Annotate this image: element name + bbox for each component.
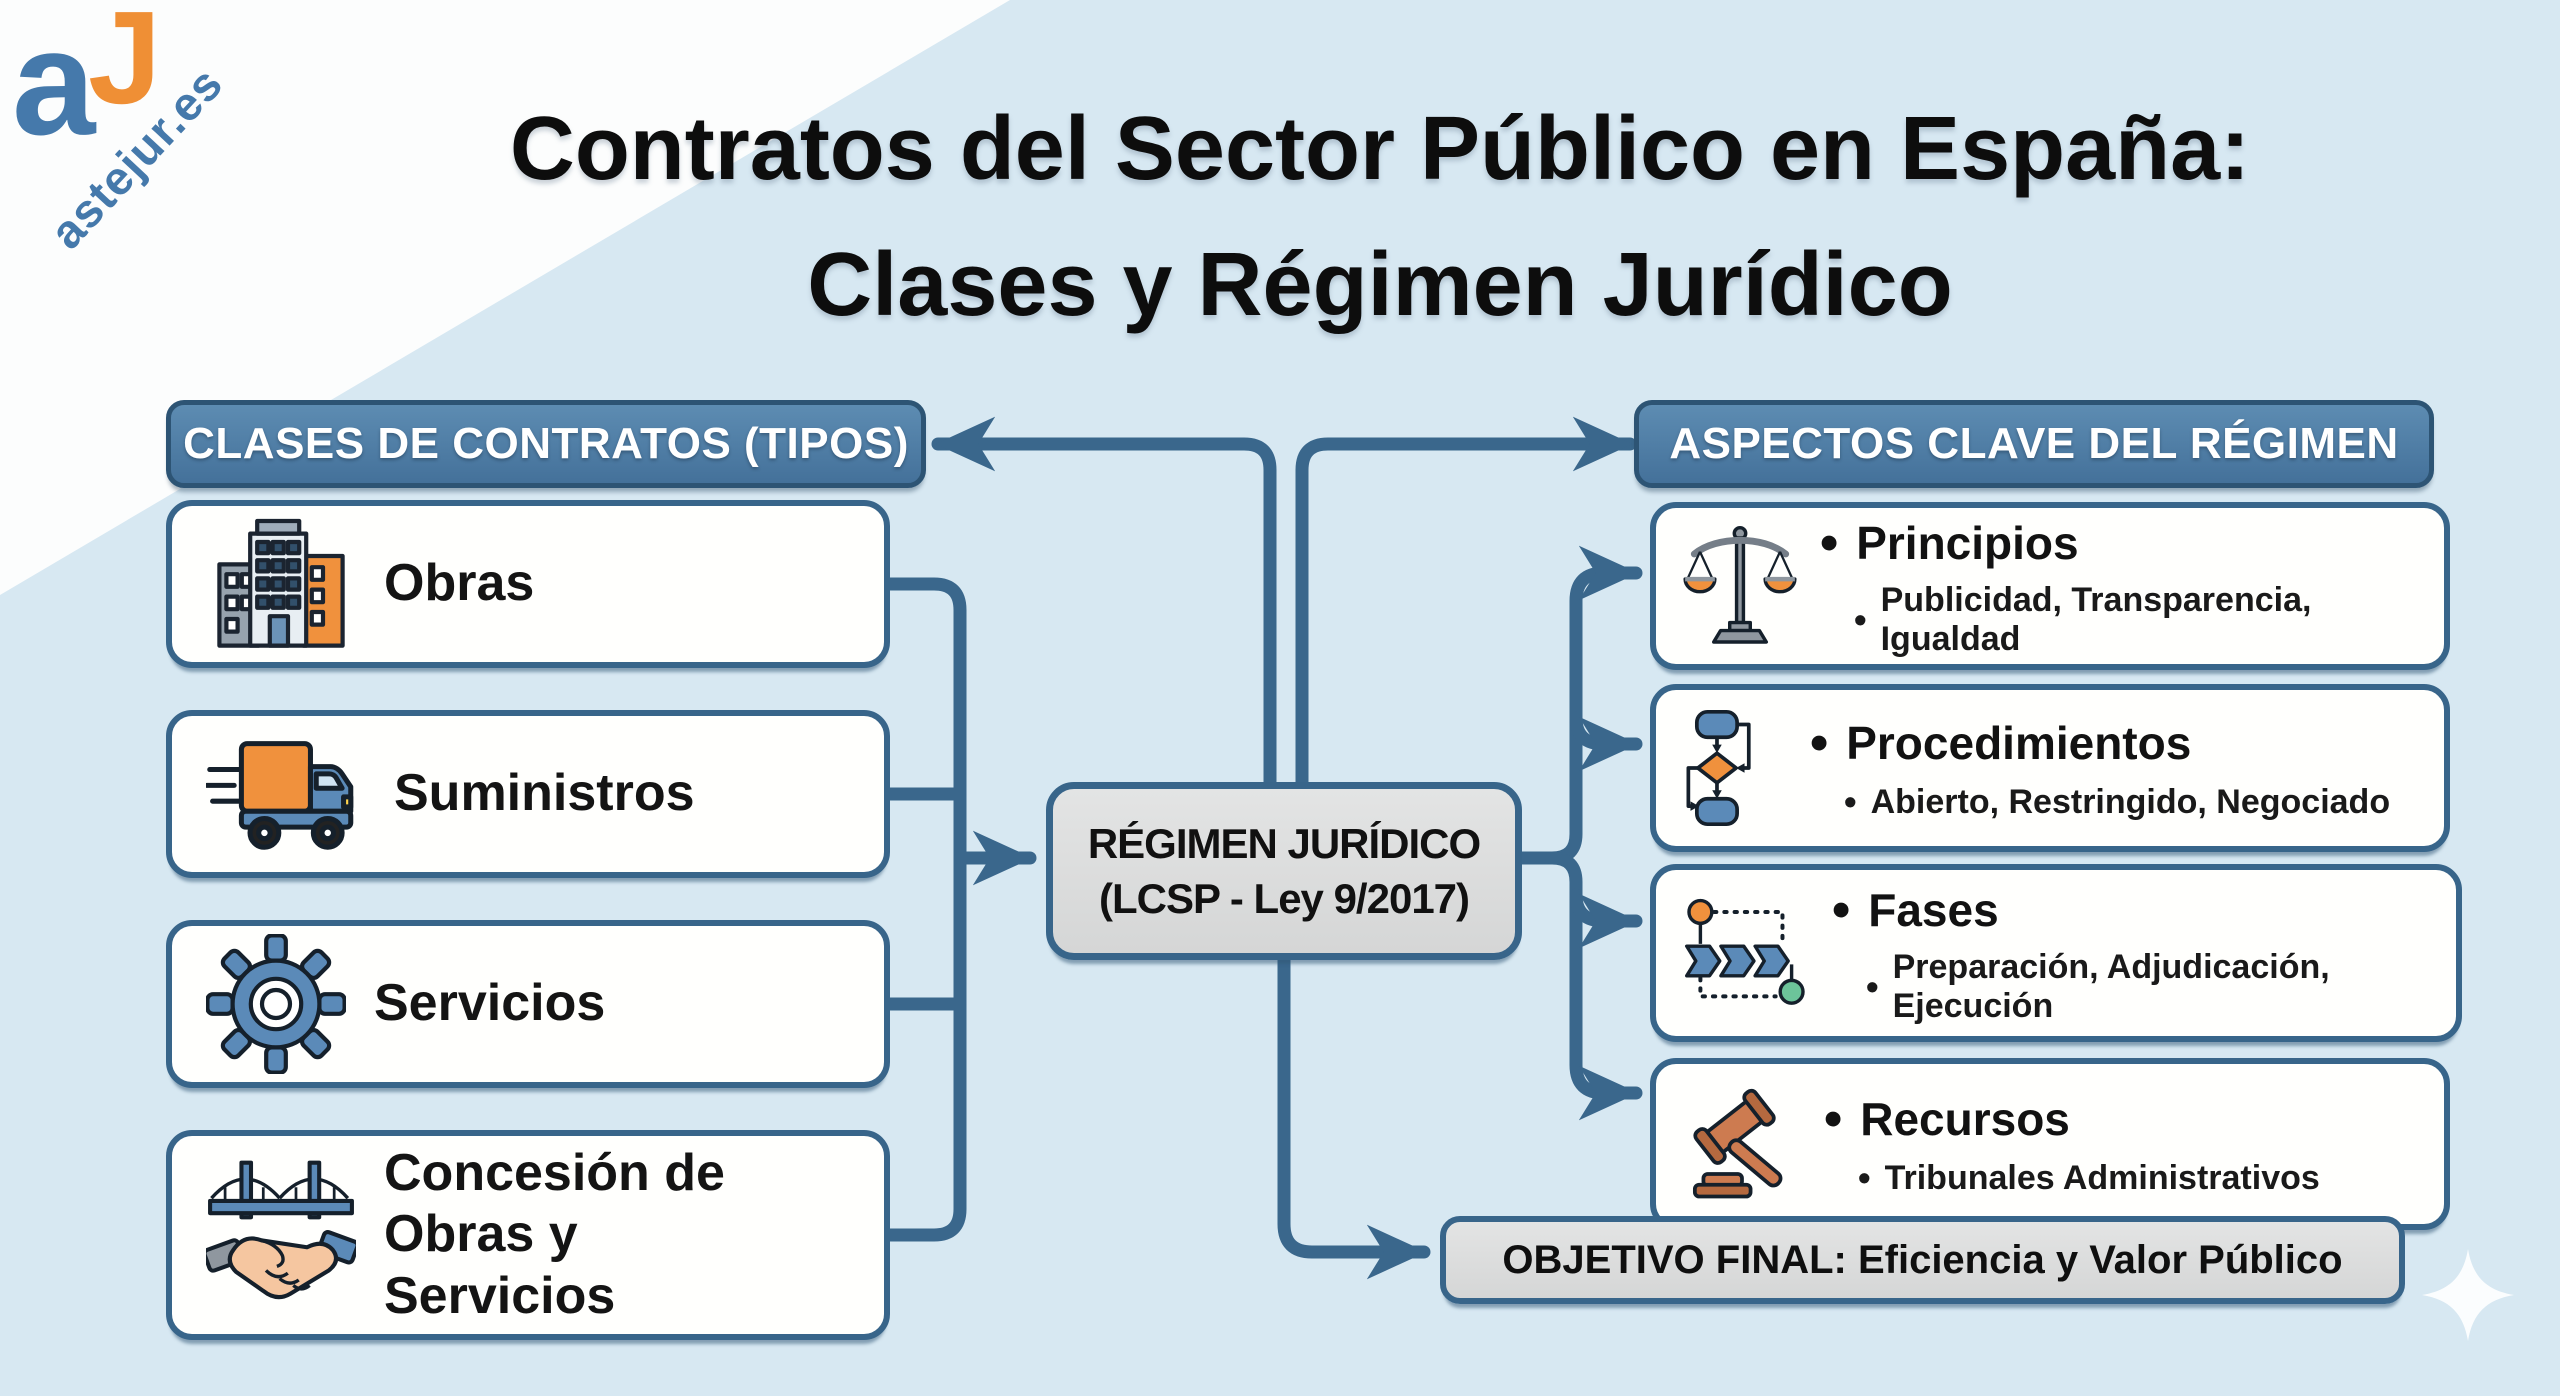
type-box-obras: Obras bbox=[166, 500, 890, 668]
sparkle-icon bbox=[2422, 1249, 2514, 1341]
type-label: Servicios bbox=[374, 974, 606, 1033]
aspect-label: Procedimientos bbox=[1810, 713, 2390, 773]
arrow-regimen-to-objetivo bbox=[1277, 945, 1431, 1280]
aspect-details: Tribunales Administrativos bbox=[1858, 1157, 2320, 1199]
gavel-icon bbox=[1692, 1088, 1783, 1199]
type-label: Suministros bbox=[394, 764, 695, 823]
page-title-line2: Clases y Régimen Jurídico bbox=[807, 235, 1953, 335]
gear-icon bbox=[206, 934, 346, 1074]
arrow-to-fases bbox=[1569, 888, 1643, 949]
right-column-header: ASPECTOS CLAVE DEL RÉGIMEN bbox=[1634, 400, 2434, 488]
type-label: Obras bbox=[384, 554, 535, 613]
type-box-concesion: Concesión de Obras y Servicios bbox=[166, 1130, 890, 1340]
scales-icon bbox=[1683, 526, 1797, 644]
page-title-line1: Contratos del Sector Público en España: bbox=[509, 99, 2251, 199]
bridge-handshake-icon bbox=[206, 1160, 356, 1300]
aspect-label: Fases bbox=[1832, 880, 2456, 940]
objetivo-final-box: OBJETIVO FINAL: Eficiencia y Valor Públi… bbox=[1440, 1216, 2405, 1304]
aspect-text: Recursos Tribunales Administrativos bbox=[1824, 1089, 2320, 1199]
aspect-details: Publicidad, Transparencia, Igualdad bbox=[1854, 581, 2444, 659]
logo-accent-glyph: J bbox=[88, 0, 162, 131]
arrow-to-recursos bbox=[1545, 851, 1643, 1121]
aspect-box-recursos: Recursos Tribunales Administrativos bbox=[1650, 1058, 2450, 1230]
aspect-box-procedimientos: Procedimientos Abierto, Restringido, Neg… bbox=[1650, 684, 2450, 852]
aspect-text: Fases Preparación, Adjudicación, Ejecuci… bbox=[1832, 880, 2456, 1026]
arrow-center-to-left-header bbox=[931, 416, 1277, 807]
regimen-line1: RÉGIMEN JURÍDICO bbox=[1087, 819, 1481, 867]
aspect-details: Abierto, Restringido, Negociado bbox=[1844, 781, 2390, 823]
truck-icon bbox=[206, 741, 354, 850]
page-title: Contratos del Sector Público en España: … bbox=[200, 104, 2560, 330]
arrow-to-procedimientos bbox=[1569, 711, 1643, 772]
aspect-text: Principios Publicidad, Transparencia, Ig… bbox=[1820, 513, 2444, 659]
regimen-juridico-node: RÉGIMEN JURÍDICO (LCSP - Ley 9/2017) bbox=[1046, 782, 1522, 960]
aspect-label: Recursos bbox=[1824, 1089, 2320, 1149]
arrow-to-principios bbox=[1545, 545, 1643, 865]
timeline-icon bbox=[1685, 898, 1805, 1005]
logo: J a astejur.es bbox=[0, 0, 340, 340]
aspect-text: Procedimientos Abierto, Restringido, Neg… bbox=[1810, 713, 2390, 823]
regimen-line2: (LCSP - Ley 9/2017) bbox=[1098, 875, 1470, 922]
aspect-details: Preparación, Adjudicación, Ejecución bbox=[1866, 948, 2456, 1026]
aspect-label: Principios bbox=[1820, 513, 2444, 573]
aspect-box-fases: Fases Preparación, Adjudicación, Ejecuci… bbox=[1650, 864, 2462, 1042]
aspect-box-principios: Principios Publicidad, Transparencia, Ig… bbox=[1650, 502, 2450, 670]
building-icon bbox=[217, 518, 345, 648]
type-box-servicios: Servicios bbox=[166, 920, 890, 1088]
type-box-suministros: Suministros bbox=[166, 710, 890, 878]
left-spine bbox=[883, 577, 967, 1242]
left-column-header: CLASES DE CONTRATOS (TIPOS) bbox=[166, 400, 926, 488]
flowchart-icon bbox=[1686, 709, 1751, 827]
arrow-center-to-right-header bbox=[1295, 416, 1637, 807]
type-label: Concesión de Obras y Servicios bbox=[384, 1143, 725, 1325]
logo-mark: a bbox=[12, 0, 96, 166]
